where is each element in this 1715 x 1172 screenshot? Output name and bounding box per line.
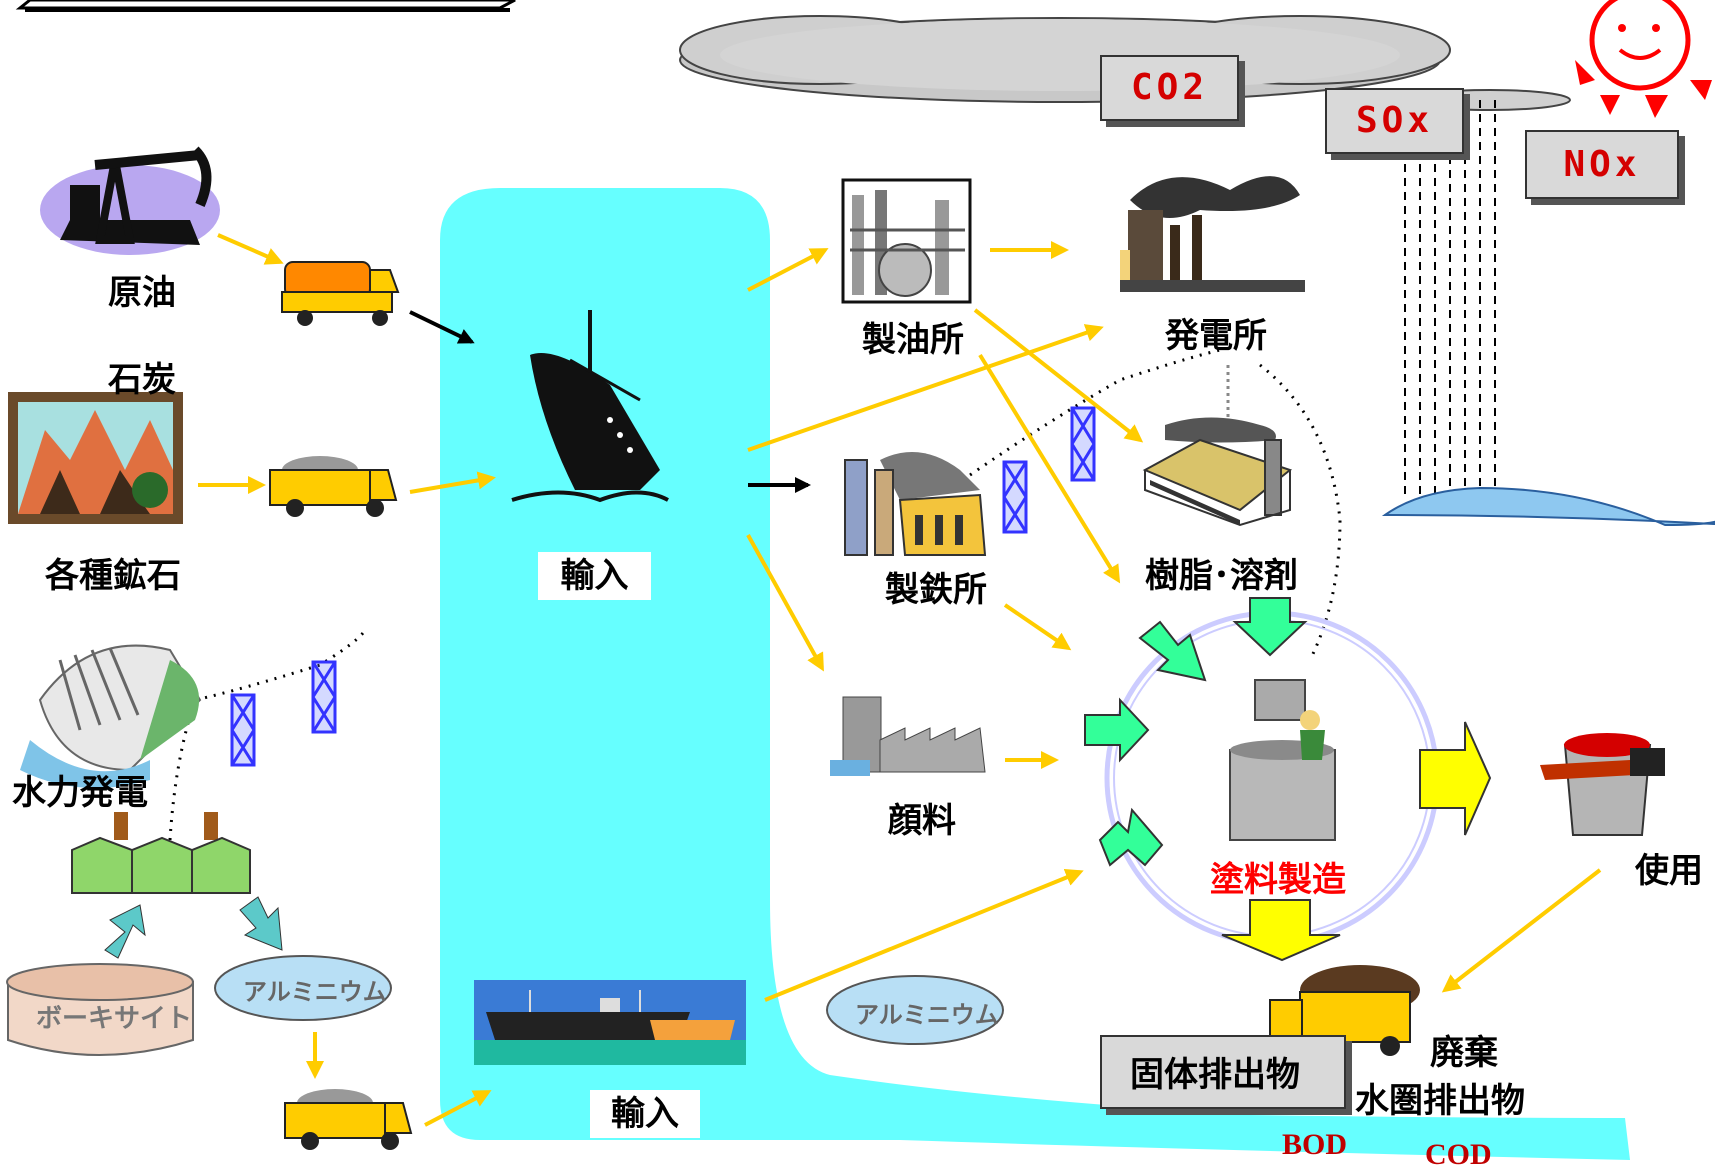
label-bauxite: ボーキサイト	[36, 998, 192, 1035]
output-arrow-down	[1222, 900, 1340, 960]
label-power-plant: 発電所	[1165, 308, 1267, 357]
paint-can-icon	[1540, 733, 1665, 835]
label-import-2: 輸入	[590, 1090, 700, 1138]
coal-truck-icon	[270, 456, 396, 517]
label-bod: BOD	[1282, 1128, 1347, 1162]
coal-mountain-icon	[8, 392, 183, 524]
label-solid-emission: 固体排出物	[1130, 1047, 1300, 1096]
cargo-ship-icon	[474, 980, 746, 1065]
nox-box: NOx	[1525, 130, 1679, 199]
label-ores: 各種鉱石	[45, 548, 181, 597]
label-cod: COD	[1425, 1138, 1492, 1172]
oil-pump-icon	[40, 150, 220, 255]
aluminium-arrow-down	[240, 897, 282, 950]
title-fragment	[20, 0, 515, 10]
label-hydro: 水力発電	[12, 765, 148, 814]
resin-factory-icon	[1145, 418, 1290, 526]
oil-truck-icon	[282, 262, 398, 326]
power-plant-icon	[1120, 176, 1305, 292]
steelworks-icon	[845, 452, 985, 555]
label-crude-oil: 原油	[108, 265, 176, 314]
label-import-1: 輸入	[538, 552, 651, 600]
acid-rain-lines	[1405, 100, 1495, 500]
label-steelworks: 製鉄所	[885, 562, 987, 611]
lake-icon	[1385, 488, 1714, 525]
label-disposal: 廃棄	[1430, 1025, 1498, 1074]
label-resin: 樹脂･溶剤	[1145, 548, 1298, 597]
label-coal: 石炭	[108, 352, 176, 401]
pigment-factory-icon	[830, 697, 985, 776]
label-refinery: 製油所	[862, 312, 964, 361]
label-pigment: 顔料	[888, 793, 956, 842]
bauxite-arrow-up	[105, 905, 145, 958]
co2-box: CO2	[1100, 55, 1239, 121]
paint-mixer-icon	[1230, 680, 1335, 840]
label-use: 使用	[1635, 843, 1703, 892]
label-aluminium-1: アルミニウム	[243, 972, 387, 1007]
sox-box: SOx	[1325, 88, 1464, 154]
label-paint-mfg: 塗料製造	[1210, 852, 1346, 901]
sun-icon	[1575, 0, 1712, 118]
aluminium-factory-icon	[72, 812, 250, 893]
solid-emission-box: 固体排出物	[1100, 1035, 1346, 1109]
refinery-icon	[843, 180, 970, 302]
aluminium-truck-icon	[285, 1089, 411, 1150]
label-aluminium-2: アルミニウム	[855, 995, 999, 1030]
label-water-emission: 水圏排出物	[1355, 1073, 1525, 1122]
